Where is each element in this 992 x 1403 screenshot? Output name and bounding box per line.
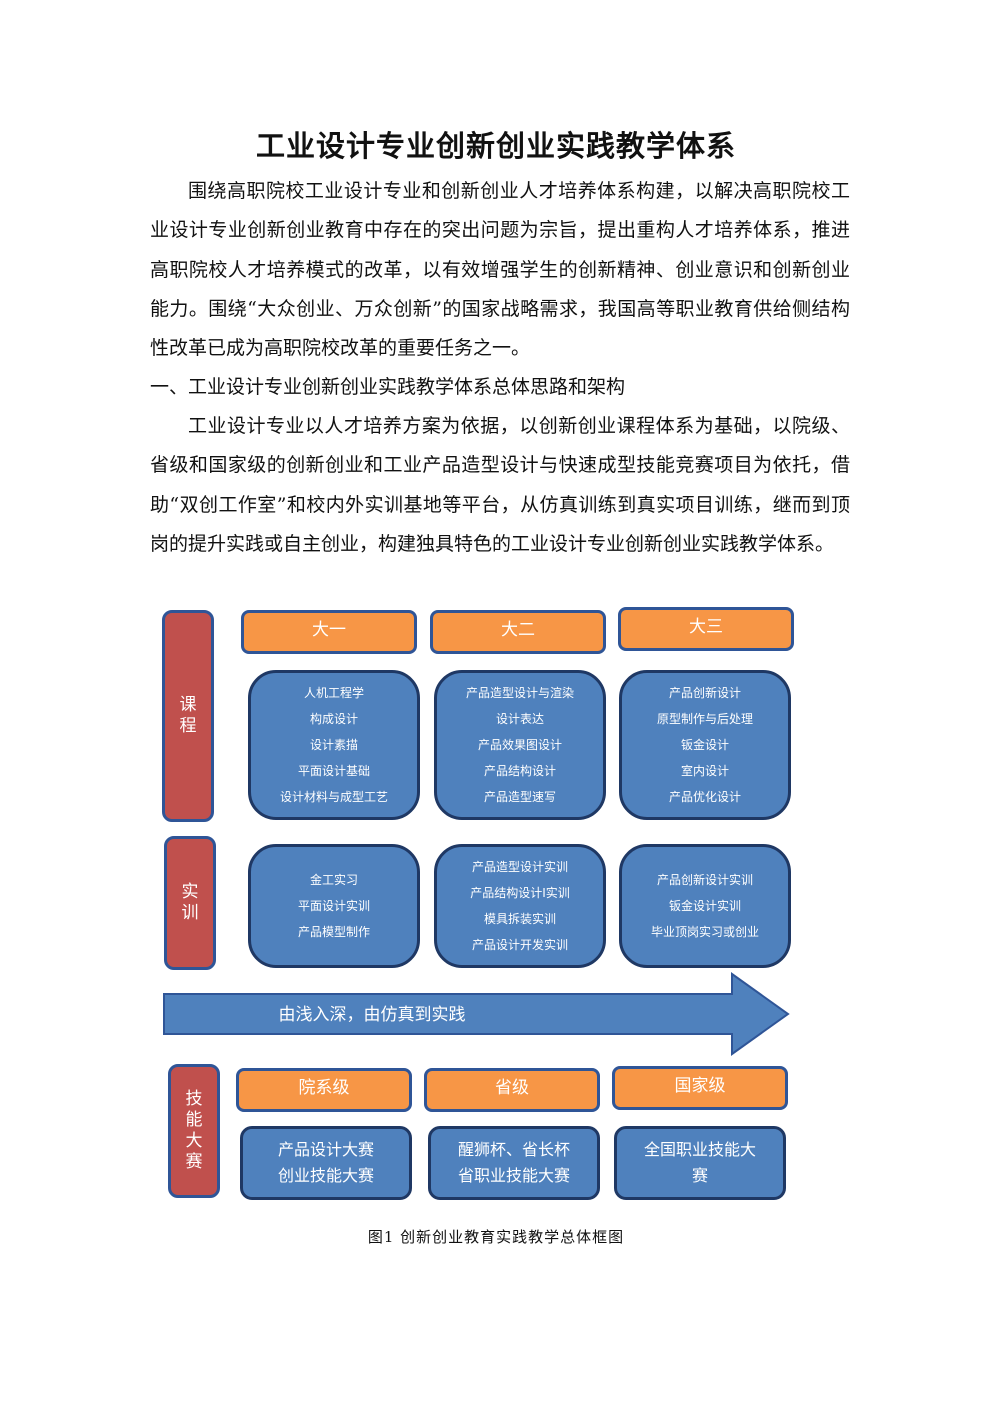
course-item: 设计表达: [495, 712, 544, 726]
course-box-year2: 产品造型设计与渲染 设计表达 产品效果图设计 产品结构设计 产品造型速写: [434, 670, 606, 820]
competition-item: 省职业技能大赛: [457, 1166, 570, 1185]
arrow-text: 由浅入深，由仿真到实践: [279, 1005, 466, 1025]
architecture-paragraph: 工业设计专业以人才培养方案为依据，以创新创业课程体系为基础，以院级、省级和国家级…: [150, 415, 850, 555]
section-heading-block: 一、工业设计专业创新创业实践教学体系总体思路和架构: [150, 368, 850, 407]
level-header-1: 院系级: [236, 1068, 412, 1112]
level-header-1-text: 院系级: [298, 1078, 350, 1098]
section-heading: 一、工业设计专业创新创业实践教学体系总体思路和架构: [150, 376, 626, 398]
level-header-2-text: 省级: [495, 1078, 529, 1098]
course-item: 构成设计: [309, 712, 358, 726]
training-item: 模具拆装实训: [483, 912, 556, 926]
competition-item: 产品设计大赛: [277, 1140, 374, 1159]
side-label-training: 实训: [164, 836, 216, 970]
competition-item: 创业技能大赛: [277, 1166, 374, 1185]
training-item: 金工实习: [309, 873, 358, 887]
year-header-1-text: 大一: [312, 620, 346, 640]
training-item: 平面设计实训: [297, 899, 370, 913]
course-box-year3: 产品创新设计 原型制作与后处理 钣金设计 室内设计 产品优化设计: [619, 670, 791, 820]
course-item: 产品优化设计: [668, 790, 741, 804]
training-box-year1: 金工实习 平面设计实训 产品模型制作: [248, 844, 420, 968]
course-item: 产品造型设计与渲染: [465, 686, 574, 700]
arrow-shape: [163, 972, 790, 1056]
course-item: 钣金设计: [680, 738, 729, 752]
competition-box-1: 产品设计大赛 创业技能大赛: [240, 1126, 412, 1200]
course-item: 设计材料与成型工艺: [279, 790, 388, 804]
competition-box-2: 醒狮杯、省长杯 省职业技能大赛: [428, 1126, 600, 1200]
course-item: 产品效果图设计: [477, 738, 562, 752]
year-header-2: 大二: [430, 610, 606, 654]
side-label-course: 课程: [162, 610, 214, 822]
course-item: 平面设计基础: [297, 764, 370, 778]
year-header-3-text: 大三: [689, 617, 723, 637]
competition-item: 赛: [691, 1166, 708, 1185]
training-item: 产品模型制作: [297, 925, 370, 939]
side-label-course-text: 课程: [179, 695, 197, 736]
training-item: 毕业顶岗实习或创业: [650, 925, 759, 939]
year-header-2-text: 大二: [501, 620, 535, 640]
side-label-competition: 技能大赛: [168, 1064, 220, 1198]
competition-item: 全国职业技能大: [643, 1140, 756, 1159]
competition-box-3: 全国职业技能大 赛: [614, 1126, 786, 1200]
course-box-year1: 人机工程学 构成设计 设计素描 平面设计基础 设计材料与成型工艺: [248, 670, 420, 820]
figure-caption: 图1 创新创业教育实践教学总体框图: [367, 1228, 625, 1246]
year-header-3: 大三: [618, 607, 794, 651]
training-item: 产品结构设计Ⅰ实训: [470, 886, 570, 900]
competition-item: 醒狮杯、省长杯: [457, 1140, 570, 1159]
course-item: 原型制作与后处理: [656, 712, 753, 726]
training-item: 产品创新设计实训: [656, 873, 753, 887]
side-label-competition-text: 技能大赛: [185, 1089, 203, 1172]
level-header-3: 国家级: [612, 1066, 788, 1110]
course-item: 产品创新设计: [668, 686, 741, 700]
year-header-1: 大一: [241, 610, 417, 654]
architecture-section: 工业设计专业以人才培养方案为依据，以创新创业课程体系为基础，以院级、省级和国家级…: [150, 407, 850, 564]
training-box-year2: 产品造型设计实训 产品结构设计Ⅰ实训 模具拆装实训 产品设计开发实训: [434, 844, 606, 968]
training-item: 产品造型设计实训: [471, 860, 568, 874]
course-item: 产品造型速写: [483, 790, 556, 804]
course-item: 室内设计: [680, 764, 729, 778]
course-item: 产品结构设计: [483, 764, 556, 778]
intro-section: 围绕高职院校工业设计专业和创新创业人才培养体系构建，以解决高职院校工业设计专业创…: [150, 172, 850, 368]
training-item: 产品设计开发实训: [471, 938, 568, 952]
level-header-2: 省级: [424, 1068, 600, 1112]
document-title: 工业设计专业创新创业实践教学体系: [255, 129, 736, 163]
course-item: 人机工程学: [303, 686, 364, 700]
progression-arrow: 由浅入深，由仿真到实践: [163, 972, 790, 1056]
training-box-year3: 产品创新设计实训 钣金设计实训 毕业顶岗实习或创业: [619, 844, 791, 968]
intro-paragraph: 围绕高职院校工业设计专业和创新创业人才培养体系构建，以解决高职院校工业设计专业创…: [150, 180, 850, 360]
level-header-3-text: 国家级: [674, 1076, 726, 1096]
side-label-training-text: 实训: [181, 882, 199, 923]
training-item: 钣金设计实训: [668, 899, 741, 913]
course-item: 设计素描: [309, 738, 358, 752]
